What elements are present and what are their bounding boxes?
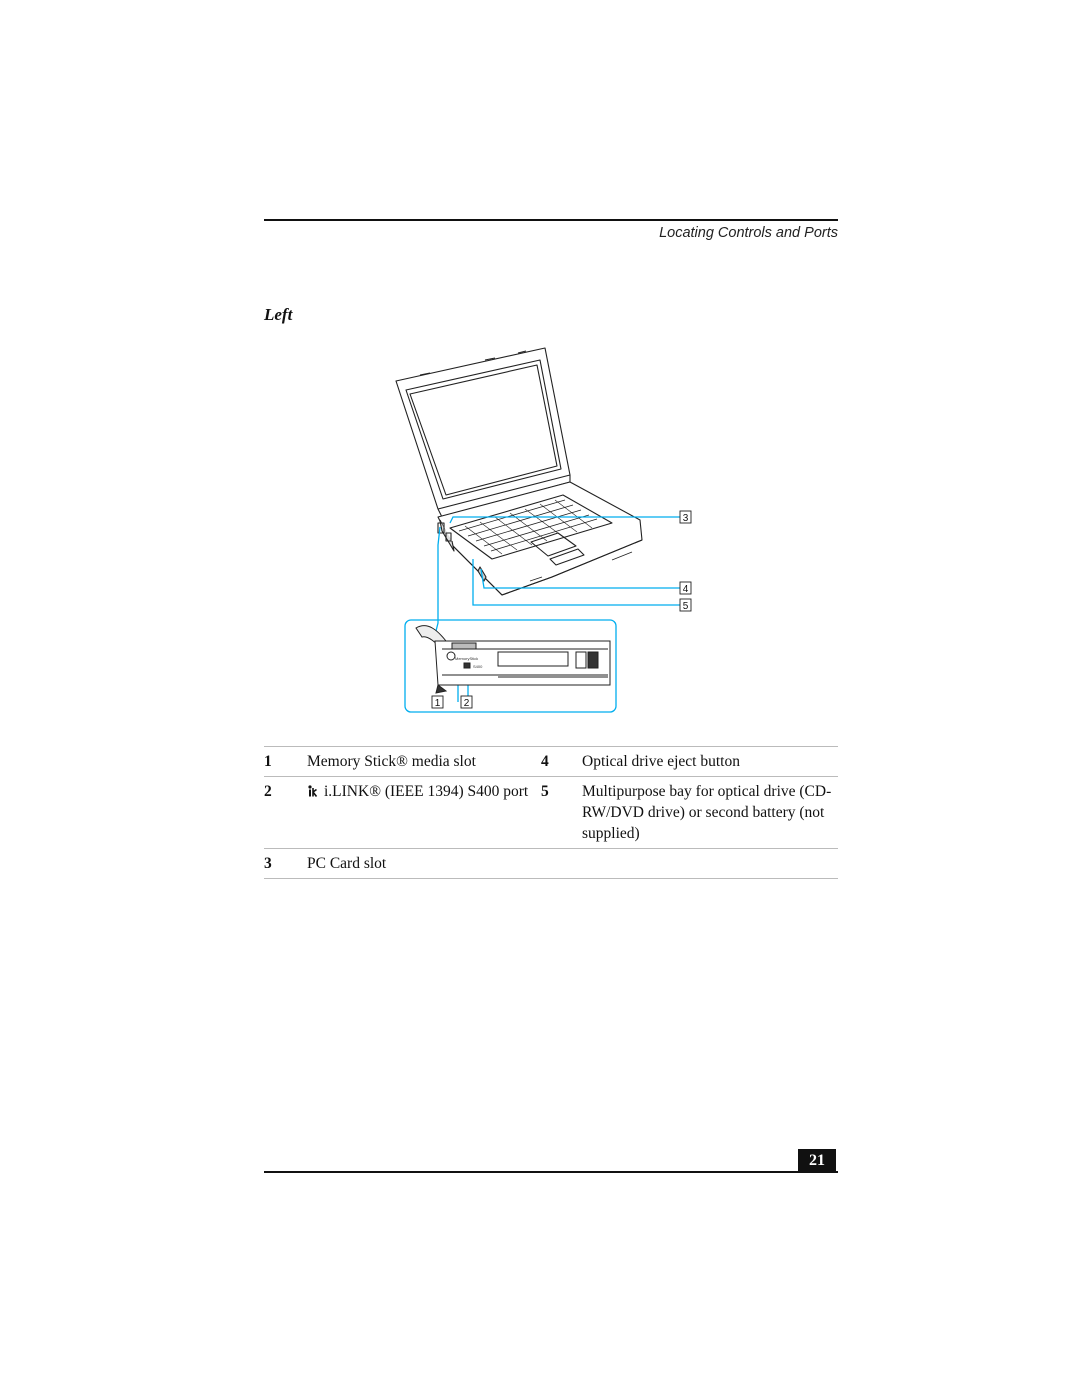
memory-stick-port-label: MemoryStick [455, 656, 478, 661]
pc-card-slot-closeup [497, 651, 569, 667]
laptop-screen [405, 359, 562, 500]
callout-3: 3 [679, 510, 692, 524]
legend-number: 3 [264, 848, 307, 879]
header-rule [264, 219, 838, 221]
ilink-port-label: S400 [473, 664, 483, 669]
callout-leader-lines [404, 516, 680, 713]
legend-row: 2 i.LINK® (IEEE 1394) S400 port 5 Multip… [264, 776, 838, 849]
svg-text:2: 2 [464, 698, 470, 709]
ilink-icon [308, 785, 318, 797]
legend-row: 1 Memory Stick® media slot 4 Optical dri… [264, 746, 838, 777]
page-number: 21 [798, 1149, 836, 1173]
callout-4: 4 [679, 581, 692, 595]
legend-label-with-icon: i.LINK® (IEEE 1394) S400 port [307, 776, 541, 849]
svg-text:4: 4 [683, 584, 689, 595]
legend-label: i.LINK® (IEEE 1394) S400 port [324, 783, 529, 800]
ilink-port [463, 662, 471, 669]
legend-number: 5 [541, 776, 582, 849]
touchpad [530, 532, 577, 557]
legend-label: Memory Stick® media slot [307, 746, 541, 777]
legend-label: Multipurpose bay for optical drive (CD-R… [582, 776, 838, 849]
keyboard [449, 494, 613, 560]
callout-5: 5 [679, 598, 692, 612]
legend-number: 4 [541, 746, 582, 777]
svg-text:5: 5 [683, 601, 689, 612]
callout-1: 1 [431, 695, 444, 709]
legend-label [582, 848, 838, 879]
running-header: Locating Controls and Ports [659, 225, 838, 241]
section-title: Left [264, 305, 293, 324]
left-side-closeup [415, 625, 611, 694]
footer-rule [264, 1171, 838, 1173]
legend-row: 3 PC Card slot [264, 848, 838, 879]
memory-stick-slot [451, 642, 477, 650]
legend-number: 1 [264, 746, 307, 777]
inset-frame [404, 619, 617, 713]
svg-text:3: 3 [683, 513, 689, 524]
legend-number: 2 [264, 776, 307, 849]
callout-2: 2 [460, 695, 473, 709]
legend-table: 1 Memory Stick® media slot 4 Optical dri… [264, 746, 838, 879]
laptop-left-side-illustration: MemoryStick S400 3 4 5 1 2 [395, 347, 692, 713]
legend-label: PC Card slot [307, 848, 541, 879]
svg-text:1: 1 [435, 698, 441, 709]
legend-label: Optical drive eject button [582, 746, 838, 777]
legend-number [541, 848, 582, 879]
